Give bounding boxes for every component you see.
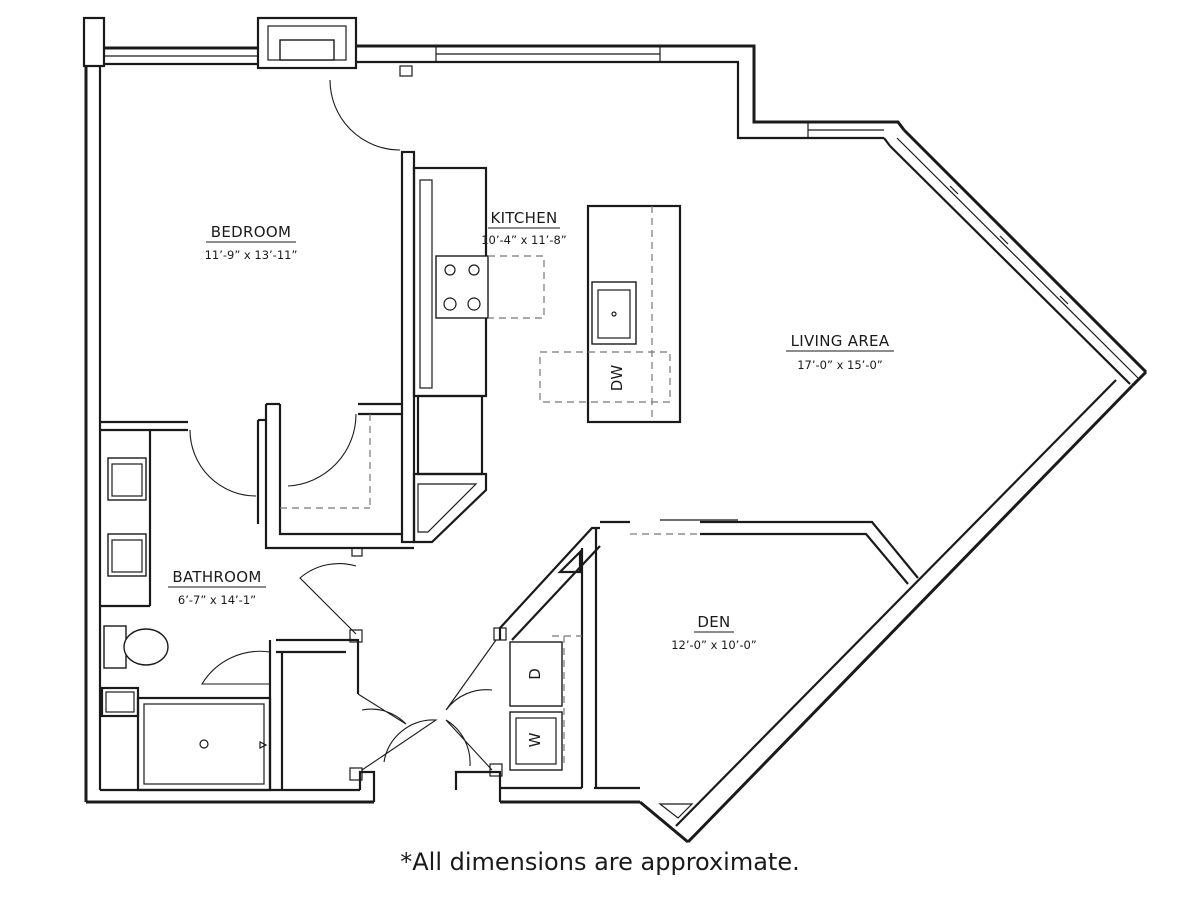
bedroom-name: BEDROOM — [211, 223, 291, 241]
dishwasher-label: DW — [608, 365, 626, 392]
washer-label: W — [526, 732, 544, 747]
dimensions-disclaimer: *All dimensions are approximate. — [400, 848, 800, 876]
bathroom-name: BATHROOM — [172, 568, 261, 586]
hall-door-swing-a — [299, 563, 357, 635]
hall-door-swing-b — [357, 693, 407, 725]
living-area-name: LIVING AREA — [791, 332, 890, 350]
bedroom-entry-door-swing — [329, 79, 401, 151]
bathroom-door-swing — [189, 429, 257, 497]
bedroom-dims: 11’-9” x 13’-11” — [205, 248, 298, 262]
room-label-bathroom: BATHROOM 6’-7” x 14’-1” — [168, 568, 266, 607]
laundry-door-swing-a — [445, 639, 497, 711]
den-dims: 12’-0” x 10’-0” — [671, 638, 757, 652]
laundry-door-swing-b — [445, 719, 493, 771]
kitchen-dims: 10’-4” x 11’-8” — [481, 233, 567, 247]
hall-door-swing-c — [361, 719, 438, 771]
bathroom-dims: 6’-7” x 14’-1” — [178, 593, 256, 607]
room-label-kitchen: KITCHEN 10’-4” x 11’-8” — [481, 209, 567, 247]
kitchen-name: KITCHEN — [490, 209, 557, 227]
room-label-den: DEN 12’-0” x 10’-0” — [671, 613, 757, 652]
den-name: DEN — [697, 613, 730, 631]
closet-door-swing — [287, 413, 357, 487]
room-label-living: LIVING AREA 17’-0” x 15’-0” — [786, 332, 894, 372]
shower-door-swing — [201, 650, 271, 685]
dryer-label: D — [526, 668, 544, 680]
living-area-dims: 17’-0” x 15’-0” — [797, 358, 883, 372]
interior-walls — [100, 150, 919, 792]
door-swings — [189, 65, 497, 771]
exterior-walls — [82, 16, 1148, 844]
room-label-bedroom: BEDROOM 11’-9” x 13’-11” — [205, 223, 298, 262]
